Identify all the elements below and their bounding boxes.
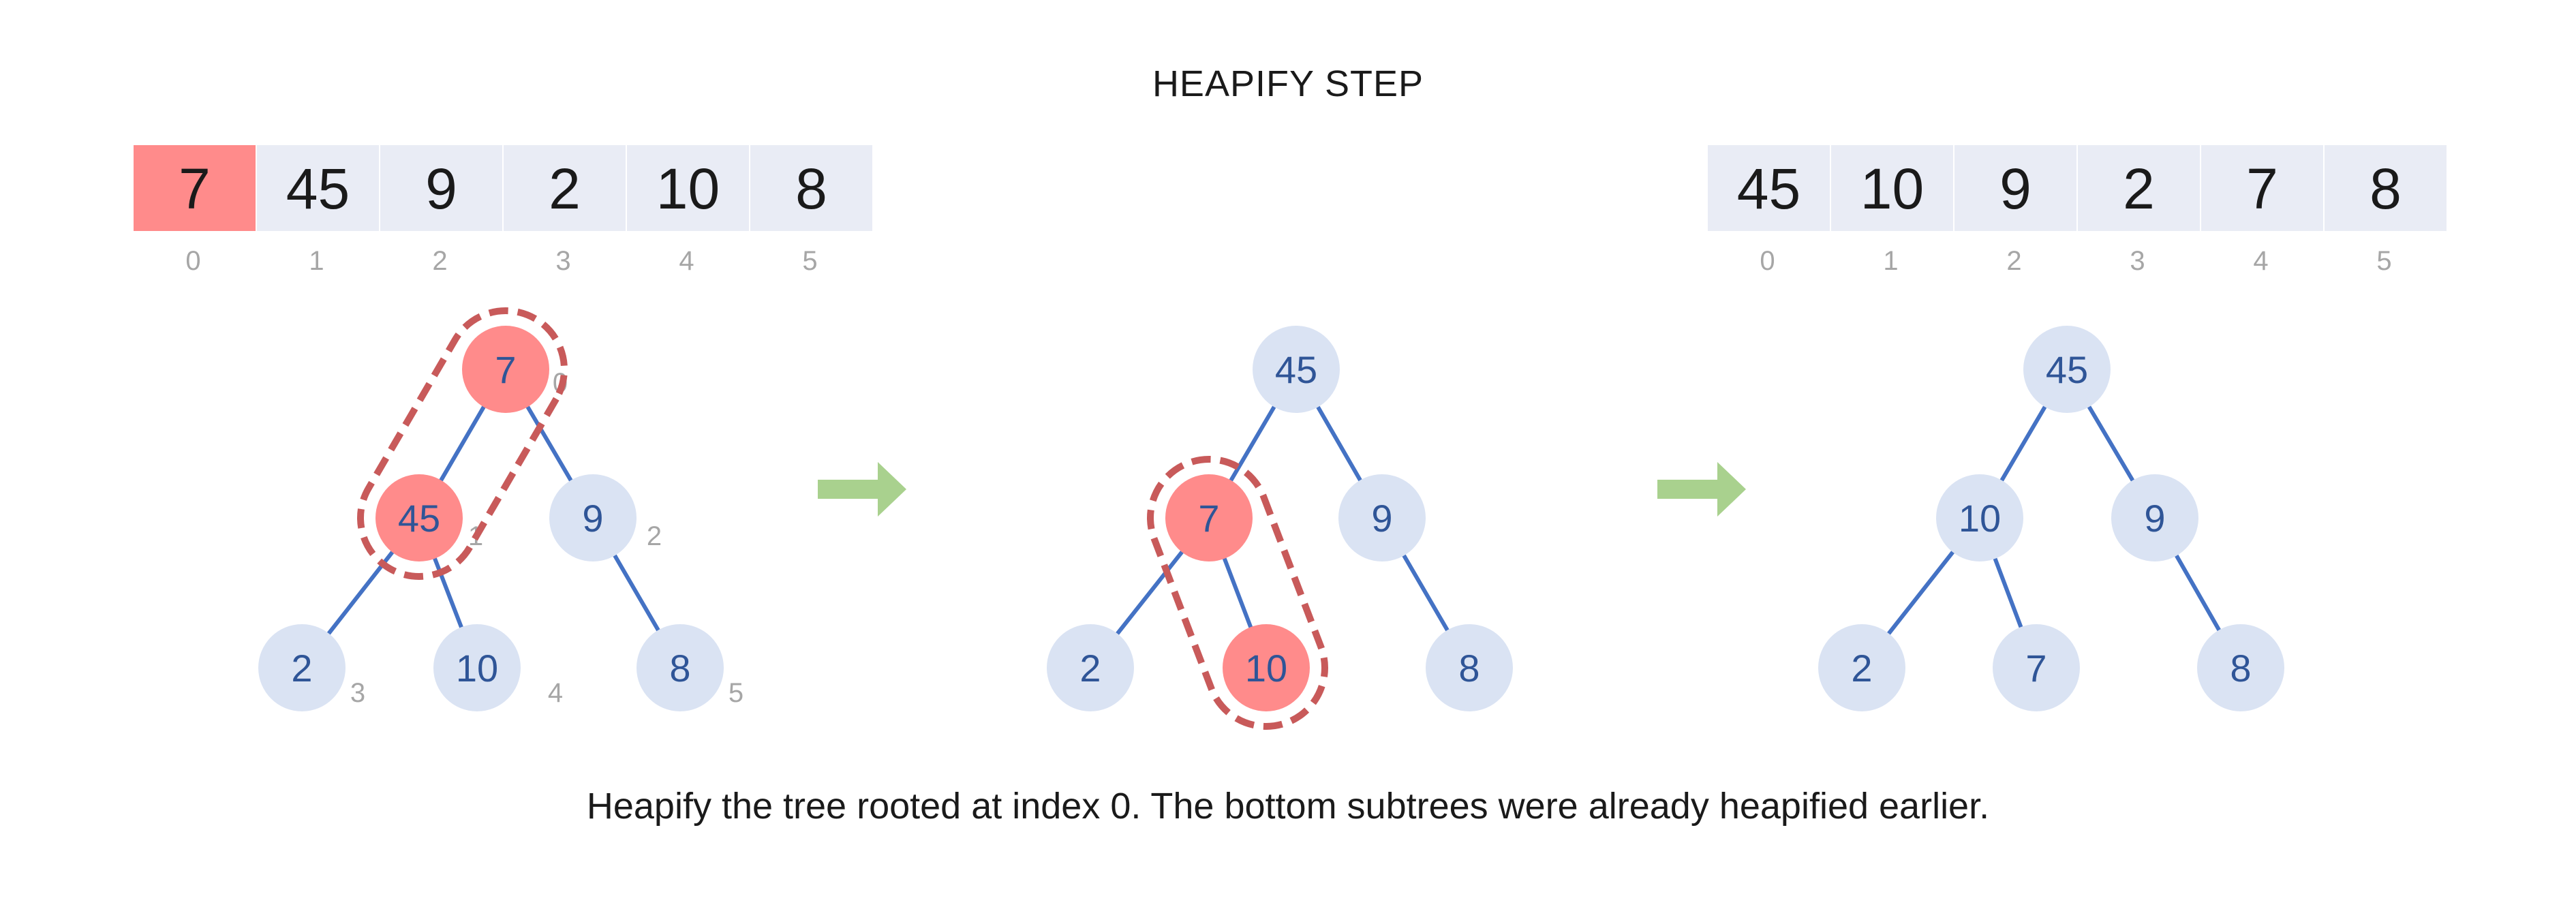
tree-node <box>637 624 724 711</box>
tree-node <box>258 624 346 711</box>
tree-node-value: 45 <box>1275 348 1317 391</box>
array-index-label: 5 <box>802 246 817 276</box>
tree-node-value: 45 <box>398 497 440 540</box>
tree-node-value: 9 <box>1371 497 1392 540</box>
tree-node <box>433 624 521 711</box>
tree-edge <box>2086 403 2136 484</box>
array-left: 7 0 45 1 9 2 2 3 10 4 8 5 <box>132 144 874 276</box>
array-right: 45 0 10 1 9 2 2 3 7 4 8 5 <box>1706 144 2448 276</box>
array-cell-value: 45 <box>286 157 350 221</box>
array-cell-value: 2 <box>549 157 581 221</box>
array-cell-value: 7 <box>179 157 211 221</box>
array-cell <box>626 144 750 232</box>
tree-node-value: 8 <box>1458 647 1479 690</box>
diagram-caption: Heapify the tree rooted at index 0. The … <box>586 786 1990 827</box>
array-cell-value: 8 <box>2370 157 2402 221</box>
tree-node-value: 9 <box>2144 497 2165 540</box>
tree-node-value: 2 <box>1851 647 1872 690</box>
array-cell-value: 9 <box>425 157 457 221</box>
tree-node-value: 2 <box>1079 647 1101 690</box>
tree-index-label: 5 <box>729 678 743 708</box>
tree-node <box>375 474 463 561</box>
tree-edge <box>1228 403 1277 484</box>
array-cell <box>132 144 257 232</box>
array-index-label: 4 <box>679 246 694 276</box>
tree-node <box>2197 624 2284 711</box>
array-cell-value: 2 <box>2123 157 2155 221</box>
tree-edge <box>1114 549 1185 637</box>
array-cell <box>1953 144 2078 232</box>
tree-swap-1: 45 7 9 2 10 8 <box>1047 326 1513 730</box>
tree-edge <box>1886 549 1956 637</box>
array-index-label: 2 <box>432 246 447 276</box>
array-cell-value: 10 <box>656 157 720 221</box>
array-index-label: 4 <box>2253 246 2268 276</box>
arrow-right-icon <box>818 462 906 517</box>
array-cell <box>256 144 380 232</box>
array-index-label: 3 <box>2130 246 2145 276</box>
array-index-label: 0 <box>1760 246 1775 276</box>
array-index-label: 0 <box>185 246 200 276</box>
tree-edge <box>1222 555 1253 631</box>
tree-node-value: 10 <box>456 647 498 690</box>
tree-node-value: 7 <box>1198 497 1219 540</box>
tree-node <box>1936 474 2023 561</box>
tree-node-value: 45 <box>2046 348 2088 391</box>
tree-node <box>2111 474 2198 561</box>
tree-edge <box>612 552 661 634</box>
tree-edge <box>1999 403 2048 484</box>
tree-node <box>1253 326 1340 413</box>
tree-edge <box>525 403 574 484</box>
diagram-title: HEAPIFY STEP <box>1152 63 1424 104</box>
array-index-label: 5 <box>2376 246 2391 276</box>
tree-node <box>549 474 637 561</box>
tree-node <box>1223 624 1310 711</box>
tree-node <box>2023 326 2111 413</box>
array-index-label: 1 <box>1883 246 1898 276</box>
array-cell-value: 10 <box>1860 157 1924 221</box>
array-cell <box>749 144 874 232</box>
array-cell <box>2323 144 2448 232</box>
tree-edge <box>1315 403 1363 484</box>
tree-node-value: 10 <box>1959 497 2001 540</box>
array-index-label: 3 <box>555 246 570 276</box>
tree-index-label: 4 <box>548 678 563 708</box>
tree-index-label: 3 <box>350 678 365 708</box>
tree-node-value: 9 <box>582 497 603 540</box>
tree-node-value: 8 <box>669 647 690 690</box>
tree-node-value: 8 <box>2230 647 2251 690</box>
tree-node <box>1426 624 1513 711</box>
array-cell-value: 9 <box>1999 157 2031 221</box>
array-cell <box>1830 144 1954 232</box>
tree-node <box>462 326 549 413</box>
tree-node <box>1818 624 1905 711</box>
tree-edge <box>1401 552 1450 634</box>
tree-edge <box>432 555 464 631</box>
tree-index-label: 2 <box>647 521 662 551</box>
tree-edge <box>438 403 487 484</box>
tree-edge <box>1992 555 2024 630</box>
array-cell-value: 45 <box>1737 157 1800 221</box>
tree-node <box>1165 474 1253 561</box>
array-index-label: 1 <box>309 246 324 276</box>
arrow-right-icon <box>1657 462 1746 517</box>
tree-after: 45 10 9 2 7 8 <box>1818 326 2284 711</box>
tree-node <box>1338 474 1426 561</box>
outline-pair <box>357 307 568 581</box>
tree-node-value: 10 <box>1245 647 1287 690</box>
tree-node <box>1047 624 1134 711</box>
array-cell <box>2200 144 2325 232</box>
array-cell <box>1706 144 1831 232</box>
tree-node-value: 7 <box>2025 647 2046 690</box>
array-cell-value: 8 <box>795 157 827 221</box>
array-index-label: 2 <box>2006 246 2021 276</box>
array-cell-value: 7 <box>2246 157 2278 221</box>
tree-node <box>1993 624 2080 711</box>
tree-node-value: 2 <box>291 647 312 690</box>
tree-edge <box>2173 552 2222 634</box>
tree-node-value: 7 <box>495 348 516 391</box>
